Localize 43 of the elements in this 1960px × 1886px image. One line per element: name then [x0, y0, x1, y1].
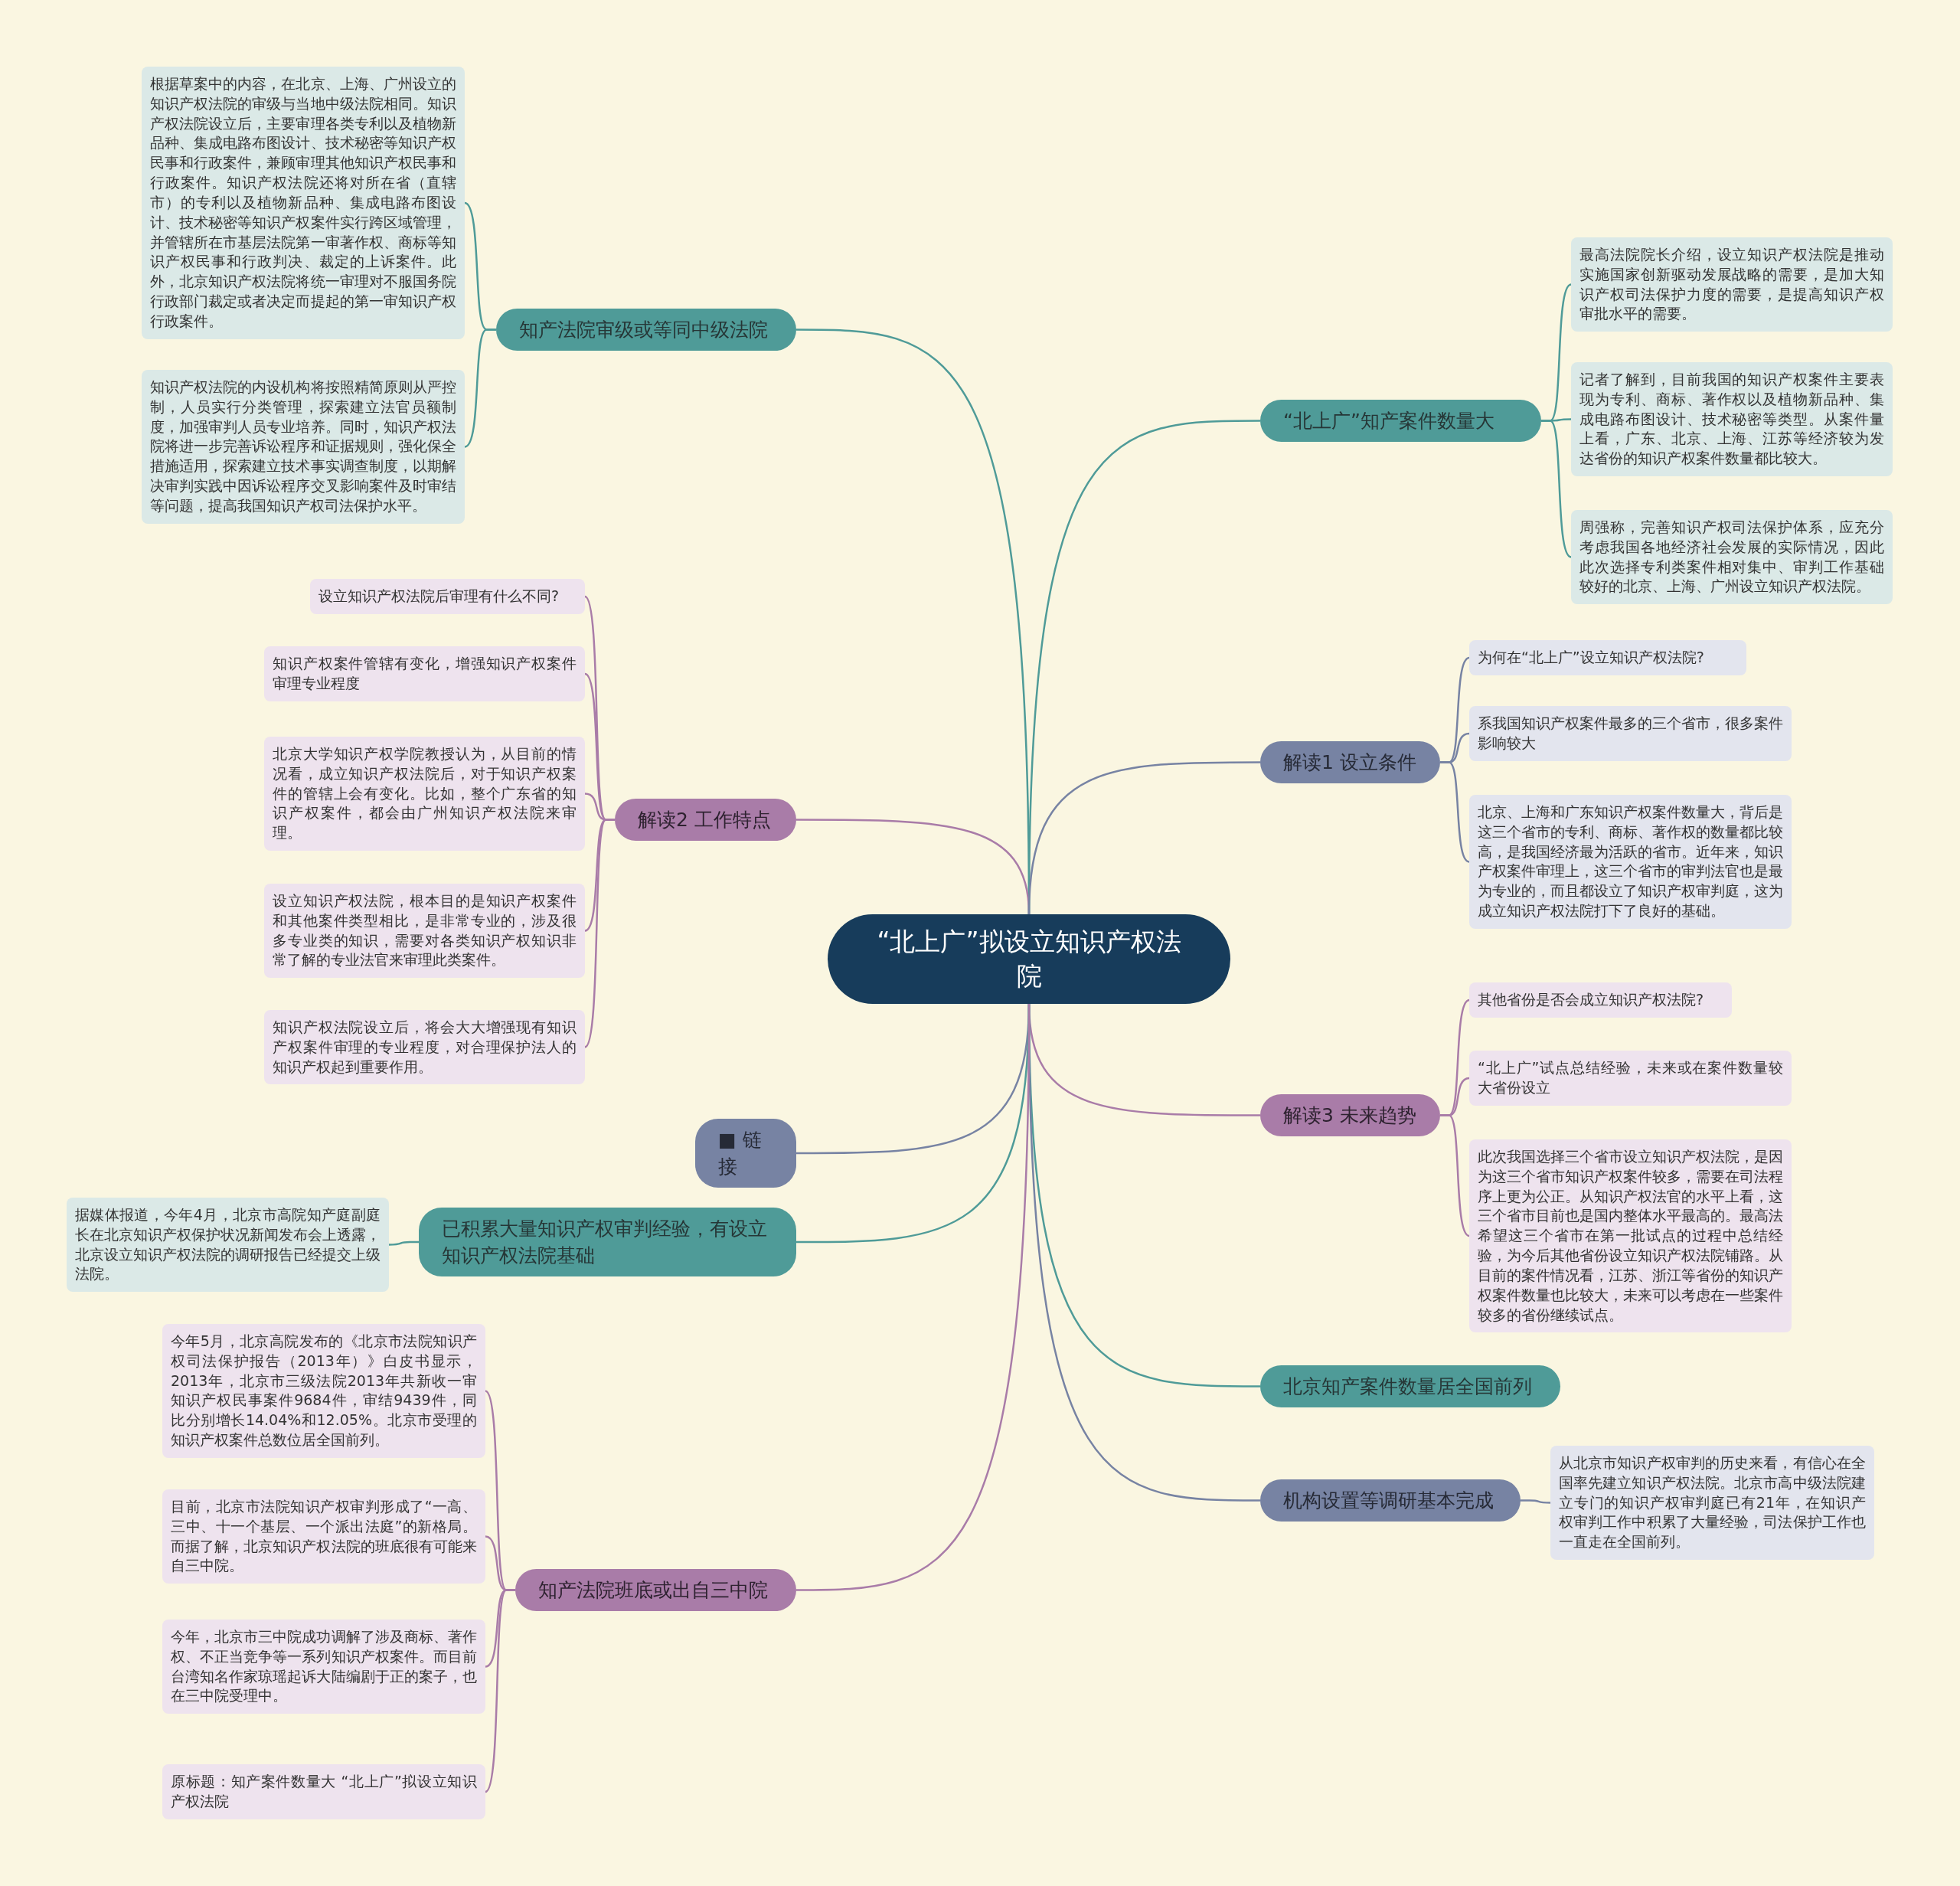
- topic-pill: 知产法院班底或出自三中院: [515, 1569, 796, 1611]
- note-card: 今年，北京市三中院成功调解了涉及商标、著作权、不正当竞争等一系列知识产权案件。而目前台湾知名作家琼瑶起诉大陆编剧于正的案子，也在三中院受理中。: [162, 1620, 485, 1714]
- note-card: 其他省份是否会成立知识产权法院?: [1469, 982, 1732, 1018]
- note-card: 知识产权法院设立后，将会大大增强现有知识产权案件审理的专业程度，对合理保护法人的知识产权起到重要作用。: [264, 1010, 585, 1085]
- note-card: 根据草案中的内容，在北京、上海、广州设立的知识产权法院的审级与当地中级法院相同。知识产权法院设立后，主要审理各类专利以及植物新品种、集成电路布图设计、技术秘密等知识产权民事和行政案件，兼顾审理其他知识产权民事和行政案件。知识产权法院还将对所在省（直辖市）的专利以及植物新品种、集成电路布图设计、技术秘密等知识产权案件实行跨区域管理，并管辖所在市基层法院第一审著作权、商标等知识产权民事和行政判决、裁定的上诉案件。此外，北京知识产权法院将统一审理对不服国务院行政部门裁定或者决定而提起的第一审知识产权行政案件。: [142, 67, 465, 339]
- note-card: 目前，北京市法院知识产权审判形成了“一高、三中、十一个基层、一个派出法庭”的新格局。而据了解，北京知识产权法院的班底很有可能来自三中院。: [162, 1489, 485, 1584]
- note-card: 记者了解到，目前我国的知识产权案件主要表现为专利、商标、著作权以及植物新品种、集成电路布图设计、技术秘密等类型。从案件量上看，广东、北京、上海、江苏等经济较为发达省份的知识产权案件数量都比较大。: [1571, 362, 1893, 477]
- connector-curve: [1440, 761, 1470, 863]
- note-card: 最高法院院长介绍，设立知识产权法院是推动实施国家创新驱动发展战略的需要，是加大知识产权司法保护力度的需要，是提高知识产权审批水平的需要。: [1571, 237, 1893, 332]
- connector-curve: [1027, 761, 1260, 915]
- topic-pill: 解读1 设立条件: [1260, 741, 1440, 783]
- note-card: 从北京市知识产权审判的历史来看，有信心在全国率先建立知识产权法院。北京市高中级法院建立专门的知识产权审判庭已有21年，在知识产权审判工作中积累了大量经验，司法保护工作也一直走在全国前列。: [1550, 1446, 1874, 1561]
- note-card: 知识产权案件管辖有变化，增强知识产权案件审理专业程度: [264, 646, 585, 701]
- note-card: 知识产权法院的内设机构将按照精简原则从严控制，人员实行分类管理，探索建立法官员额制度，加强审判人员专业培养。同时，知识产权法院将进一步完善诉讼程序和证据规则，强化保全措施适用，探索建立技术事实调查制度，以期解决审判实践中因诉讼程序交叉影响案件及时审结等问题，提高我国知识产权司法保护水平。: [142, 370, 465, 524]
- topic-pill: 北京知产案件数量居全国前列: [1260, 1365, 1560, 1407]
- note-card: 北京、上海和广东知识产权案件数量大，背后是这三个省市的专利、商标、著作权的数量都比较高，是我国经济最为活跃的省市。近年来，知识产权案件审理上，这三个省市的审判法官也是最为专业的，而且都设立了知识产权审判庭，这为成立知识产权法院打下了良好的基础。: [1469, 795, 1792, 929]
- note-card: 今年5月，北京高院发布的《北京市法院知识产权司法保护报告（2013年）》白皮书显示，2013年，北京市三级法院2013年共新收一审知识产权民事案件9684件，审结9439件，同比分别增长14.04%和12.05%。北京市受理的知识产权案件总数位居全国前列。: [162, 1324, 485, 1458]
- note-card: “北上广”试点总结经验，未来或在案件数量较大省份设立: [1469, 1051, 1792, 1106]
- note-card: 设立知识产权法院后审理有什么不同?: [310, 579, 585, 614]
- note-card: 系我国知识产权案件最多的三个省市，很多案件影响较大: [1469, 706, 1792, 761]
- connector-curve: [796, 1004, 1031, 1591]
- note-card: 为何在“北上广”设立知识产权法院?: [1469, 640, 1746, 675]
- topic-pill: 机构设置等调研基本完成: [1260, 1479, 1521, 1522]
- note-card: 设立知识产权法院，根本目的是知识产权案件和其他案件类型相比，是非常专业的，涉及很多专业类的知识，需要对各类知识产权知识非常了解的专业法官来审理此类案件。: [264, 884, 585, 979]
- connector-curve: [1440, 1114, 1470, 1237]
- note-card: 据媒体报道，今年4月，北京市高院知产庭副庭长在北京知识产权保护状况新闻发布会上透露，北京设立知识产权法院的调研报告已经提交上级法院。: [67, 1198, 389, 1293]
- connector-curve: [1541, 420, 1572, 558]
- note-card: 原标题：知产案件数量大 “北上广”拟设立知识产权法院: [162, 1764, 485, 1819]
- topic-pill: ■ 链接: [695, 1119, 796, 1188]
- connector-curve: [464, 328, 496, 448]
- topic-pill: 已积累大量知识产权审判经验，有设立知识产权法院基础: [419, 1208, 796, 1276]
- connector-curve: [584, 819, 615, 1048]
- topic-pill: 知产法院审级或等同中级法院: [496, 309, 796, 351]
- connector-curve: [389, 1240, 419, 1246]
- connector-curve: [1521, 1499, 1550, 1504]
- note-card: 周强称，完善知识产权司法保护体系，应充分考虑我国各地经济社会发展的实际情况，因此此次选择专利类案件相对集中、审判工作基础较好的北京、上海、广州设立知识产权法院。: [1571, 510, 1893, 605]
- note-card: 此次我国选择三个省市设立知识产权法院，是因为这三个省市知识产权案件较多，需要在司法程序上更为公正。从知识产权法官的水平上看，这三个省市目前也是国内整体水平最高的。最高法希望这三个省市在第一批试点的过程中总结经验，为今后其他省份设立知识产权法院铺路。从目前的案件情况看，江苏、浙江等省份的知识产权案件数量也比较大，未来可以考虑在一些案件较多的省份继续试点。: [1469, 1139, 1792, 1333]
- topic-pill: “北上广”知产案件数量大: [1260, 400, 1541, 442]
- connector-curve: [485, 1589, 515, 1793]
- central-topic: “北上广”拟设立知识产权法院: [828, 914, 1230, 1005]
- topic-pill: 解读3 未来趋势: [1260, 1094, 1440, 1136]
- topic-pill: 解读2 工作特点: [615, 799, 796, 841]
- note-card: 北京大学知识产权学院教授认为，从目前的情况看，成立知识产权法院后，对于知识产权案件的管辖上会有变化。比如，整个广东省的知识产权案件，都会由广州知识产权法院来审理。: [264, 737, 585, 851]
